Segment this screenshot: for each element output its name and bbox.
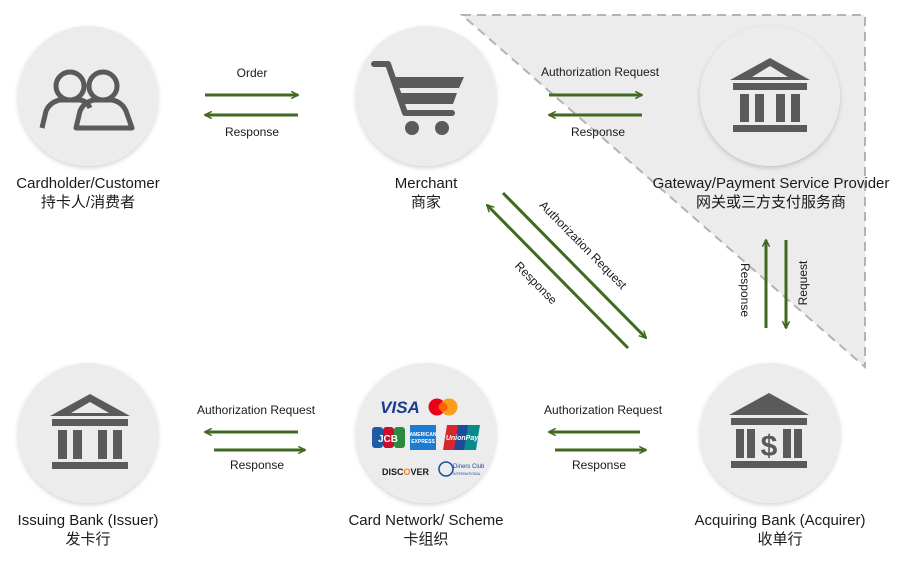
shopping-cart-icon: [371, 61, 464, 135]
issuer-circle: [18, 363, 158, 503]
network-label-zh: 卡组织: [403, 531, 449, 548]
card-brands-icon: VISA JCB AMERICAN EXPRESS Uni: [372, 398, 485, 477]
cardholder-label-zh: 持卡人/消费者: [40, 194, 136, 211]
svg-text:INTERNATIONAL: INTERNATIONAL: [453, 472, 481, 476]
visa-logo: VISA: [380, 398, 420, 417]
jcb-logo: JCB: [372, 427, 405, 448]
merchant-label-zh: 商家: [410, 194, 441, 211]
gateway-label-zh: 网关或三方支付服务商: [695, 194, 846, 211]
response-arrow: [487, 205, 630, 350]
svg-text:Diners Club: Diners Club: [453, 464, 485, 470]
svg-text:UnionPay: UnionPay: [446, 435, 479, 442]
authorization-request-label: Authorization Request: [543, 403, 663, 417]
request-label: Request: [796, 260, 810, 306]
acquirer-label: Acquiring Bank (Acquirer) 收单行: [680, 511, 880, 549]
issuer-label: Issuing Bank (Issuer) 发卡行: [6, 511, 170, 549]
svg-text:AMERICAN: AMERICAN: [410, 432, 437, 438]
mastercard-logo: [428, 398, 458, 416]
unionpay-logo: UnionPay: [443, 425, 480, 450]
authorization-request-arrow: [501, 191, 646, 338]
network-label: Card Network/ Scheme 卡组织: [336, 511, 516, 549]
acquirer-label-zh: 收单行: [757, 531, 803, 548]
issuer-label-en: Issuing Bank (Issuer): [17, 512, 159, 529]
order-label: Order: [236, 66, 268, 80]
gateway-label-en: Gateway/Payment Service Provider: [652, 175, 890, 192]
svg-text:$: $: [761, 430, 778, 463]
svg-text:JCB: JCB: [378, 434, 398, 445]
authorization-request-label: Authorization Request: [540, 65, 660, 79]
gateway-circle: [700, 26, 840, 166]
response-label: Response: [570, 125, 626, 139]
response-label: Response: [229, 458, 285, 472]
svg-text:EXPRESS: EXPRESS: [411, 439, 435, 445]
merchant-label: Merchant 商家: [356, 174, 496, 212]
cardholder-label-en: Cardholder/Customer: [16, 175, 160, 192]
users-icon: [39, 69, 135, 131]
issuer-label-zh: 发卡行: [65, 531, 111, 548]
cardholder-label: Cardholder/Customer 持卡人/消费者: [6, 174, 170, 212]
bank-dollar-icon: $: [729, 393, 809, 468]
response-label: Response: [738, 262, 752, 318]
response-label: Response: [224, 125, 280, 139]
gateway-label: Gateway/Payment Service Provider 网关或三方支付…: [640, 174, 902, 212]
response-label: Response: [571, 458, 627, 472]
diners-logo: Diners Club INTERNATIONAL: [438, 461, 485, 477]
network-label-en: Card Network/ Scheme: [348, 512, 504, 529]
acquirer-label-en: Acquiring Bank (Acquirer): [694, 512, 866, 529]
discover-logo: DISCOVER: [382, 467, 430, 477]
merchant-label-en: Merchant: [394, 175, 458, 192]
authorization-request-label: Authorization Request: [196, 403, 316, 417]
cardholder-circle: [18, 26, 158, 166]
amex-logo: AMERICAN EXPRESS: [410, 425, 437, 450]
